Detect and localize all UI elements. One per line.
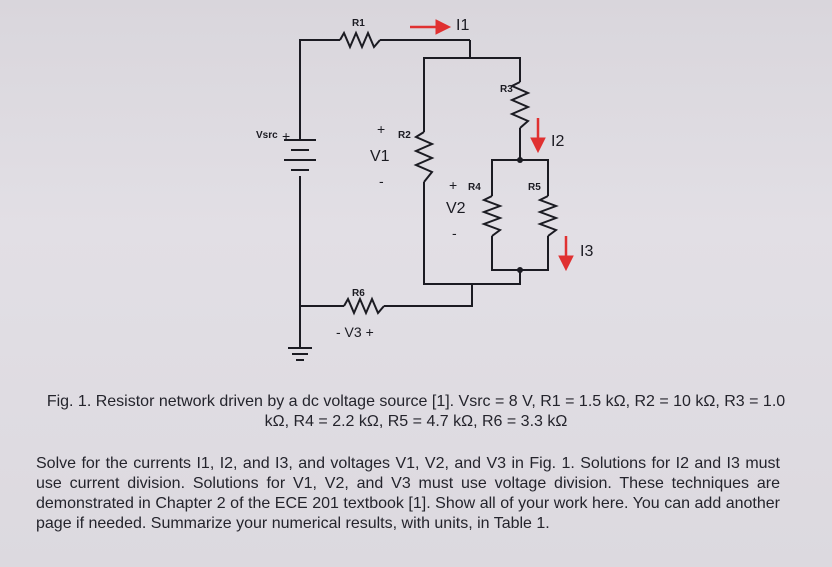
node-dot [517,267,523,273]
resistor-r2 [413,131,435,183]
label-vsrc: Vsrc [256,130,278,141]
label-v2-minus: - [452,225,457,241]
label-v1: V1 [370,148,390,165]
resistor-r4 [481,195,503,237]
circuit-diagram: R1 R3 R2 R4 R5 R6 Vsrc + + V1 - + V2 - -… [256,17,593,361]
label-v3: - V3 + [336,324,374,340]
label-v1-plus: + [377,121,385,137]
label-v2-plus: + [449,177,457,193]
figure-caption: Fig. 1. Resistor network driven by a dc … [46,393,786,430]
label-vsrc-plus: + [282,128,290,144]
resistor-r6 [343,296,385,316]
label-r4: R4 [468,182,481,193]
label-i2: I2 [551,133,564,150]
label-i1: I1 [456,17,469,34]
resistor-r1 [339,30,381,50]
battery-symbol [284,139,316,171]
label-r6: R6 [352,288,365,299]
ground-icon [288,347,312,361]
problem-statement: Solve for the currents I1, I2, and I3, a… [36,455,780,532]
resistor-r3 [509,81,531,129]
wires [299,39,549,348]
label-v2: V2 [446,200,466,217]
label-r5: R5 [528,182,541,193]
arrow-i2-icon [530,118,546,154]
node-dot [517,157,523,163]
label-i3: I3 [580,243,593,260]
arrow-i1-icon [410,19,452,35]
resistor-r5 [537,195,559,237]
label-r2: R2 [398,130,411,141]
label-r1: R1 [352,18,365,29]
label-r3: R3 [500,84,513,95]
arrow-i3-icon [558,236,574,272]
label-v1-minus: - [379,173,384,189]
